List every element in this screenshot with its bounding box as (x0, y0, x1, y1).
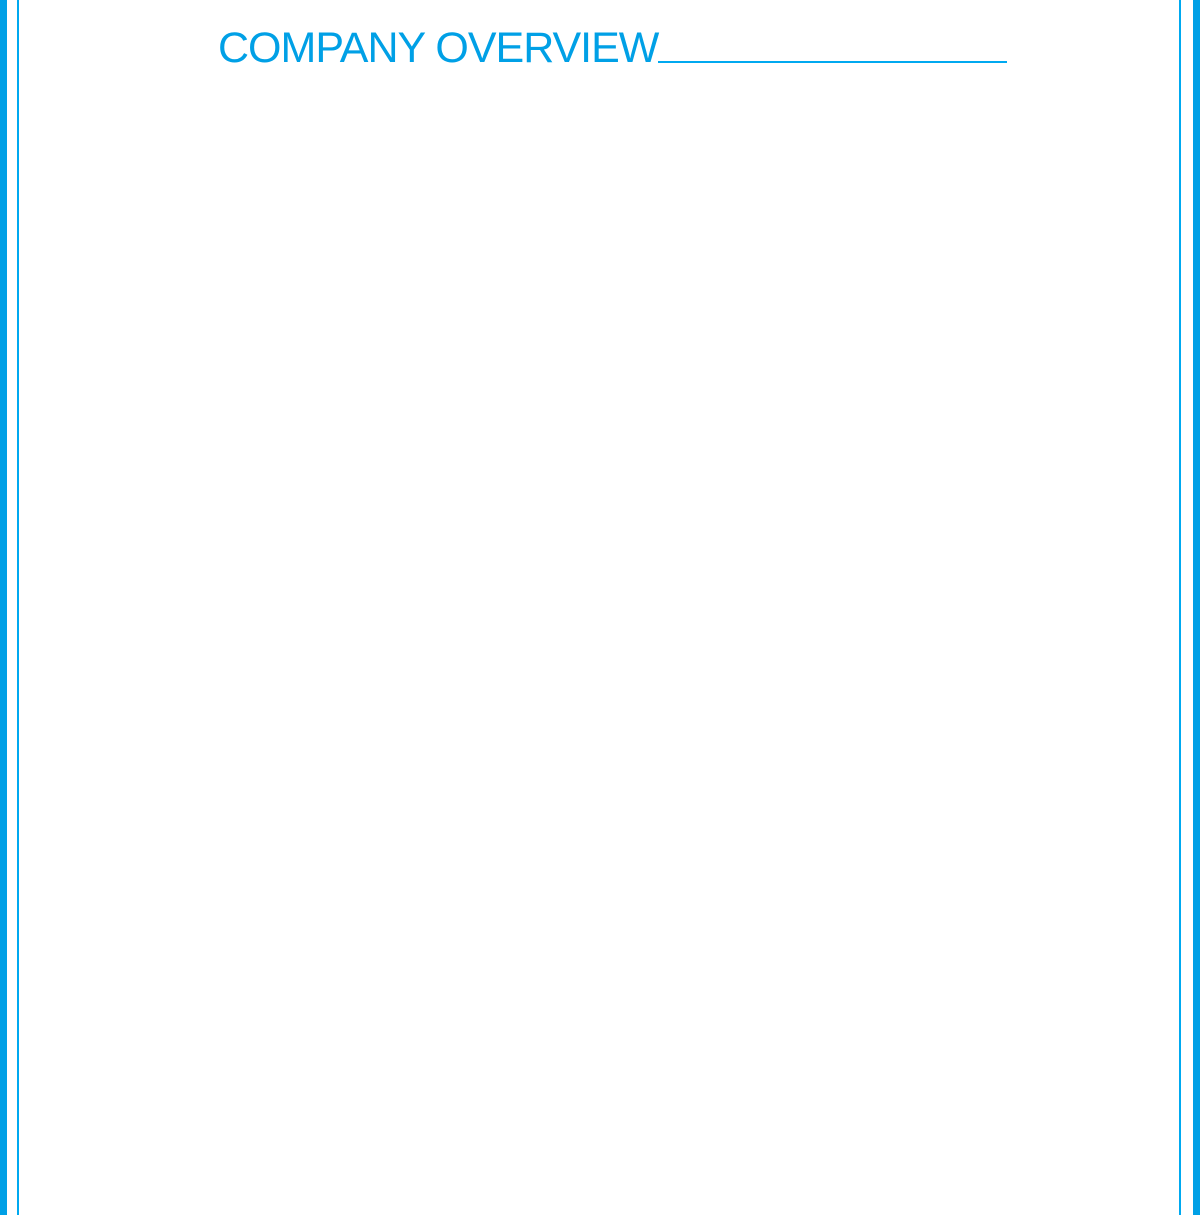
left-border-thin (17, 0, 19, 1215)
section-header: COMPANY OVERVIEW (218, 24, 1008, 72)
left-border-thick (0, 0, 7, 1215)
right-border-thick (1193, 0, 1200, 1215)
title-rule (658, 61, 1008, 63)
page-title: COMPANY OVERVIEW (218, 24, 659, 72)
right-border-thin (1179, 0, 1181, 1215)
